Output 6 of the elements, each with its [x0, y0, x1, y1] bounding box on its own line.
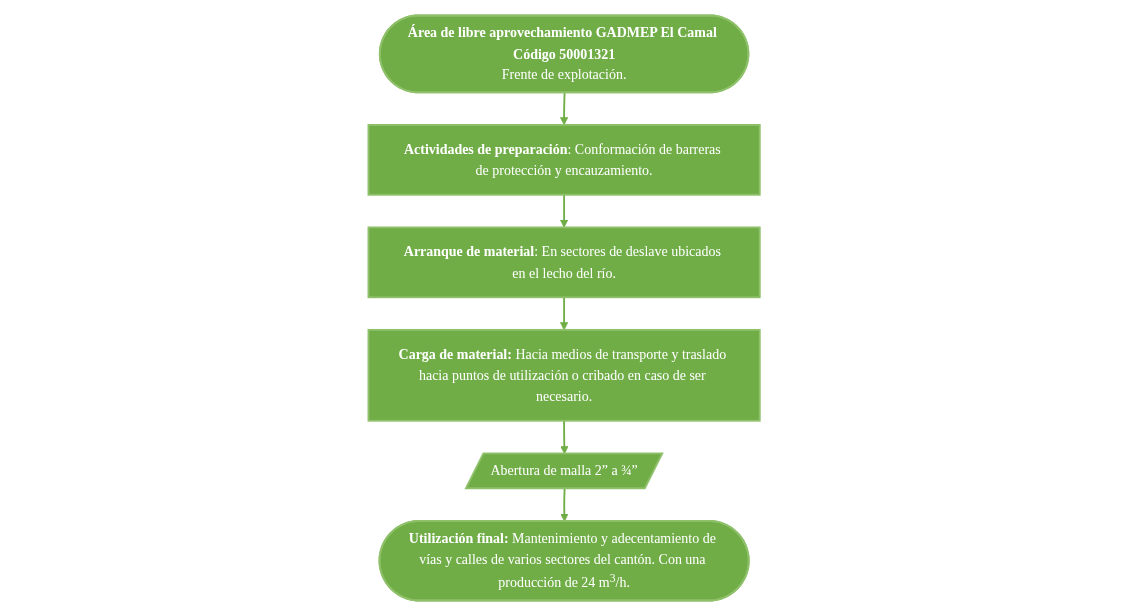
node-box: Carga de material: Hacia medios de transporte y traslado hacia puntos de utilización o cribado en caso de ser necesario. — [367, 328, 762, 422]
arrow — [560, 296, 569, 331]
node-box: Arranque de material: En sectores de deslave ubicados en el lecho del río. — [367, 226, 762, 299]
node-box: Actividades de preparación: Conformación de barreras de protección y encauzamiento. — [367, 124, 762, 196]
arrow — [560, 193, 569, 228]
arrow — [560, 91, 569, 126]
